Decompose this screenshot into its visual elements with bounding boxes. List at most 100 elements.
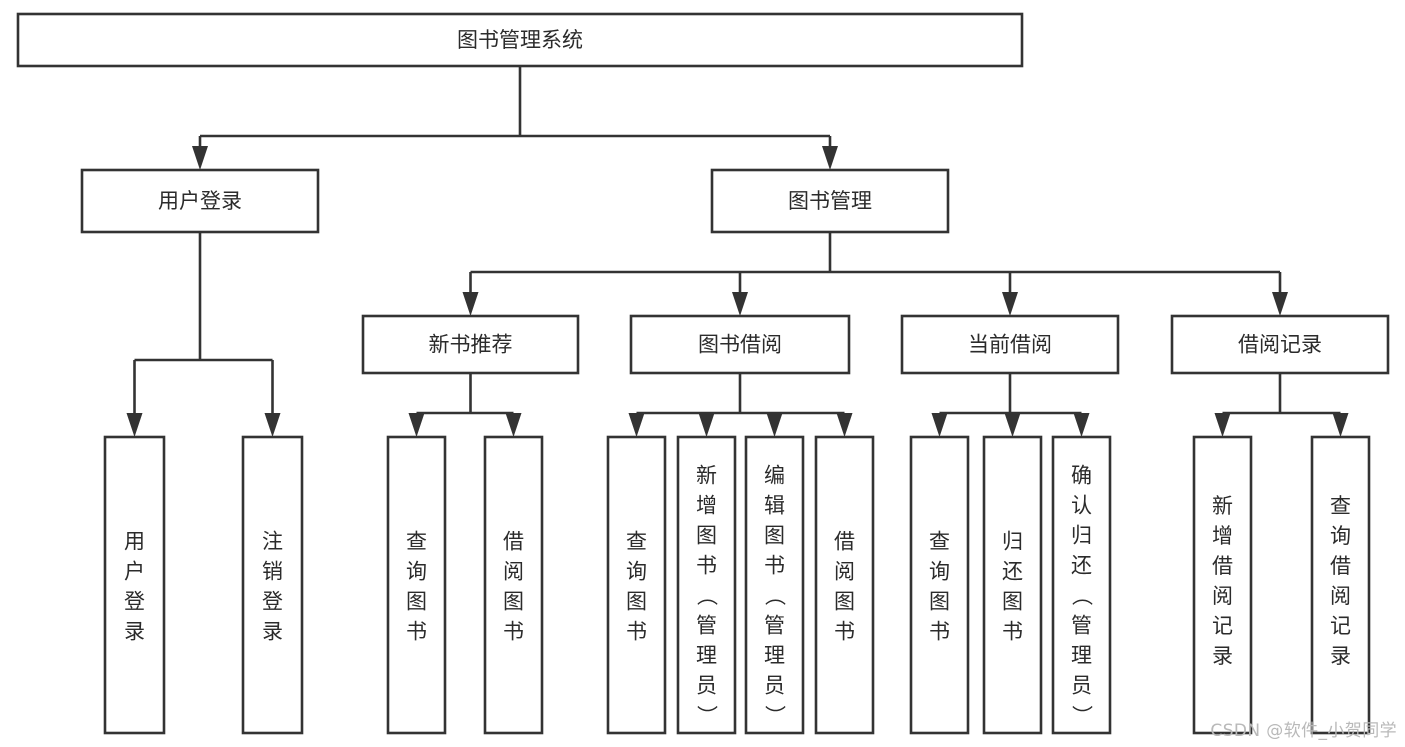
node-root[interactable]: 图书管理系统	[16, 12, 1024, 68]
node-label-char-leaf-add-book: 理	[696, 643, 717, 667]
node-box-leaf-confirm-return	[1051, 435, 1112, 735]
node-label-char-leaf-add-book: 书	[696, 553, 717, 577]
node-label-char-leaf-query-record: 借	[1330, 554, 1351, 578]
node-label-char-leaf-query-book-2: 书	[626, 619, 647, 643]
node-label-char-leaf-query-record: 阅	[1330, 584, 1351, 608]
node-label-char-leaf-confirm-return: 认	[1071, 493, 1092, 517]
node-label-char-leaf-query-book-1: 询	[406, 559, 427, 583]
node-label-char-leaf-query-book-1: 查	[406, 529, 427, 553]
node-label-char-leaf-query-record: 询	[1330, 524, 1351, 548]
node-label-char-leaf-logout: 登	[262, 589, 283, 613]
node-label-char-leaf-borrow-book-2: 书	[834, 619, 855, 643]
node-label-current-borrow: 当前借阅	[968, 333, 1052, 357]
node-label-char-leaf-borrow-book-2: 借	[834, 529, 855, 553]
node-label-char-leaf-user-login: 用	[124, 529, 145, 553]
node-label-char-leaf-logout: 注	[262, 529, 283, 553]
node-label-char-leaf-add-book: 图	[696, 523, 717, 547]
node-box-leaf-edit-book	[744, 435, 805, 735]
node-current-borrow[interactable]: 当前借阅	[900, 314, 1120, 375]
node-label-char-leaf-borrow-book-1: 借	[503, 529, 524, 553]
node-label-user-login: 用户登录	[158, 189, 242, 213]
arrow-to-leaf-edit-book	[766, 413, 783, 437]
node-label-char-leaf-confirm-return: 还	[1071, 553, 1092, 577]
arrow-to-leaf-query-book-3	[931, 413, 948, 437]
node-box-current-borrow	[900, 314, 1120, 375]
node-label-char-leaf-confirm-return: 员	[1071, 673, 1092, 697]
node-box-leaf-logout	[241, 435, 304, 735]
node-box-user-login	[80, 168, 320, 234]
node-label-char-leaf-query-book-1: 书	[406, 619, 427, 643]
node-label-char-leaf-edit-book: 编	[764, 463, 785, 487]
node-label-char-leaf-edit-book: 管	[764, 613, 785, 637]
node-label-char-leaf-user-login: 户	[124, 559, 145, 583]
node-label-new-book-recommend: 新书推荐	[429, 333, 513, 357]
node-label-char-leaf-add-record: 录	[1212, 644, 1233, 668]
node-label-char-leaf-add-book: ）	[695, 705, 719, 726]
arrow-to-leaf-query-book-2	[628, 413, 645, 437]
node-leaf-user-login[interactable]: 用户登录	[103, 435, 166, 735]
node-label-char-leaf-query-book-2: 询	[626, 559, 647, 583]
node-label-borrow-record: 借阅记录	[1238, 333, 1322, 357]
node-label-char-leaf-query-record: 记	[1330, 614, 1351, 638]
arrow-to-leaf-add-book	[698, 413, 715, 437]
node-label-char-leaf-query-record: 查	[1330, 494, 1351, 518]
arrow-to-leaf-borrow-book-1	[505, 413, 522, 437]
node-label-root: 图书管理系统	[457, 28, 583, 52]
node-label-char-leaf-return-book: 还	[1002, 559, 1023, 583]
node-box-new-book-recommend	[361, 314, 580, 375]
node-label-char-leaf-query-book-2: 图	[626, 589, 647, 613]
arrow-to-leaf-query-record	[1332, 413, 1349, 437]
arrow-to-leaf-user-login	[126, 413, 143, 437]
node-book-borrow[interactable]: 图书借阅	[629, 314, 851, 375]
node-label-char-leaf-return-book: 书	[1002, 619, 1023, 643]
node-label-char-leaf-query-book-3: 查	[929, 529, 950, 553]
arrow-to-borrow-record	[1272, 292, 1288, 316]
node-box-leaf-return-book	[982, 435, 1043, 735]
node-label-char-leaf-add-book: 管	[696, 613, 717, 637]
node-label-char-leaf-confirm-return: ）	[1070, 705, 1094, 726]
node-label-char-leaf-add-record: 增	[1212, 524, 1233, 548]
node-box-borrow-record	[1170, 314, 1390, 375]
csdn-watermark: CSDN @软件_小贺同学	[1210, 721, 1397, 741]
node-label-char-leaf-confirm-return: （	[1070, 585, 1094, 606]
node-label-char-leaf-add-book: （	[695, 585, 719, 606]
node-layer: 图书管理系统用户登录图书管理新书推荐图书借阅当前借阅借阅记录用户登录注销登录查询…	[16, 12, 1390, 735]
node-label-char-leaf-confirm-return: 管	[1071, 613, 1092, 637]
node-label-char-leaf-add-book: 员	[696, 673, 717, 697]
node-label-char-leaf-query-book-1: 图	[406, 589, 427, 613]
node-box-book-management	[710, 168, 950, 234]
node-label-char-leaf-logout: 录	[262, 619, 283, 643]
node-label-char-leaf-edit-book: 辑	[764, 493, 785, 517]
node-user-login[interactable]: 用户登录	[80, 168, 320, 234]
arrow-to-book-borrow	[732, 292, 748, 316]
node-book-management[interactable]: 图书管理	[710, 168, 950, 234]
arrow-to-leaf-return-book	[1004, 413, 1021, 437]
node-box-leaf-query-record	[1310, 435, 1371, 735]
node-borrow-record[interactable]: 借阅记录	[1170, 314, 1390, 375]
node-label-char-leaf-confirm-return: 确	[1071, 463, 1092, 487]
node-label-char-leaf-borrow-book-2: 阅	[834, 559, 855, 583]
node-label-char-leaf-user-login: 登	[124, 589, 145, 613]
node-new-book-recommend[interactable]: 新书推荐	[361, 314, 580, 375]
node-label-book-management: 图书管理	[788, 189, 872, 213]
node-label-char-leaf-borrow-book-1: 阅	[503, 559, 524, 583]
node-label-char-leaf-edit-book: （	[763, 585, 787, 606]
node-box-leaf-borrow-book-2	[814, 435, 875, 735]
arrow-to-leaf-query-book-1	[408, 413, 425, 437]
node-label-char-leaf-return-book: 图	[1002, 589, 1023, 613]
node-label-char-leaf-logout: 销	[262, 559, 283, 583]
